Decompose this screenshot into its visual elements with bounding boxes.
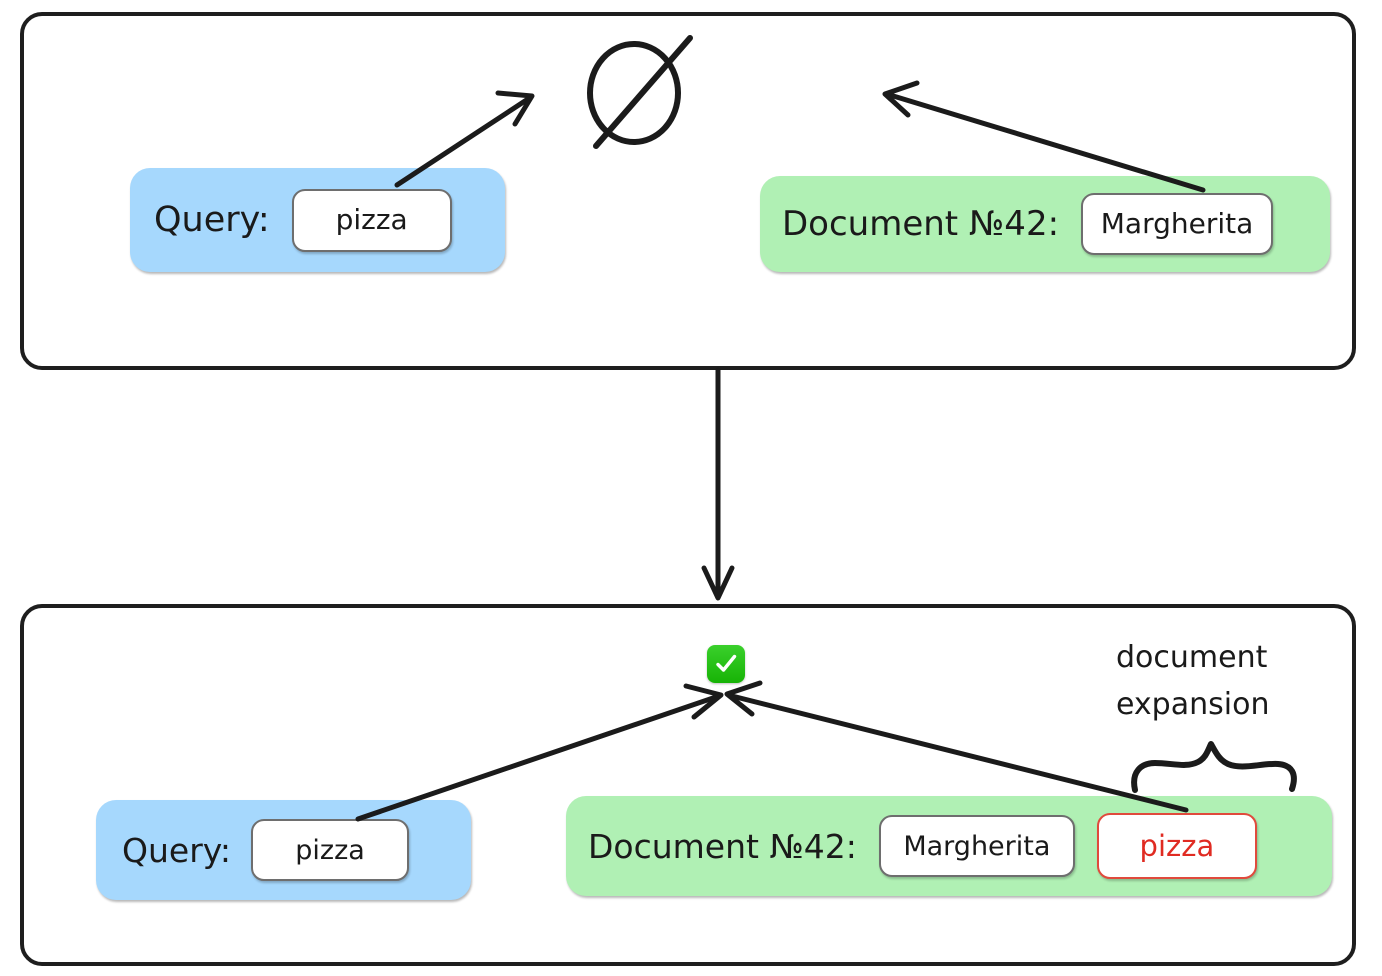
query-label-bottom: Query: xyxy=(122,830,232,870)
query-pill-top: Query: pizza xyxy=(130,168,505,272)
query-token-chip-bottom: pizza xyxy=(251,819,410,881)
document-label-top: Document №42: xyxy=(782,204,1060,244)
document-token-chip-bottom: Margherita xyxy=(878,815,1075,877)
document-label-bottom: Document №42: xyxy=(588,826,857,866)
document-pill-top: Document №42: Margherita xyxy=(760,176,1330,272)
document-expansion-annotation: document expansion xyxy=(1116,635,1316,728)
document-pill-bottom: Document №42: Margherita pizza xyxy=(566,796,1332,896)
empty-set-icon xyxy=(572,28,702,158)
annotation-line-1: document xyxy=(1116,640,1268,675)
annotation-line-2: expansion xyxy=(1116,686,1270,722)
query-pill-bottom: Query: pizza xyxy=(96,800,471,900)
document-expansion-token-chip: pizza xyxy=(1096,813,1257,879)
query-label-top: Query: xyxy=(154,199,270,240)
document-token-chip-top: Margherita xyxy=(1081,193,1274,255)
check-mark-icon xyxy=(707,645,745,683)
panel-flow-arrow xyxy=(701,367,735,601)
query-token-chip-top: pizza xyxy=(291,188,452,252)
